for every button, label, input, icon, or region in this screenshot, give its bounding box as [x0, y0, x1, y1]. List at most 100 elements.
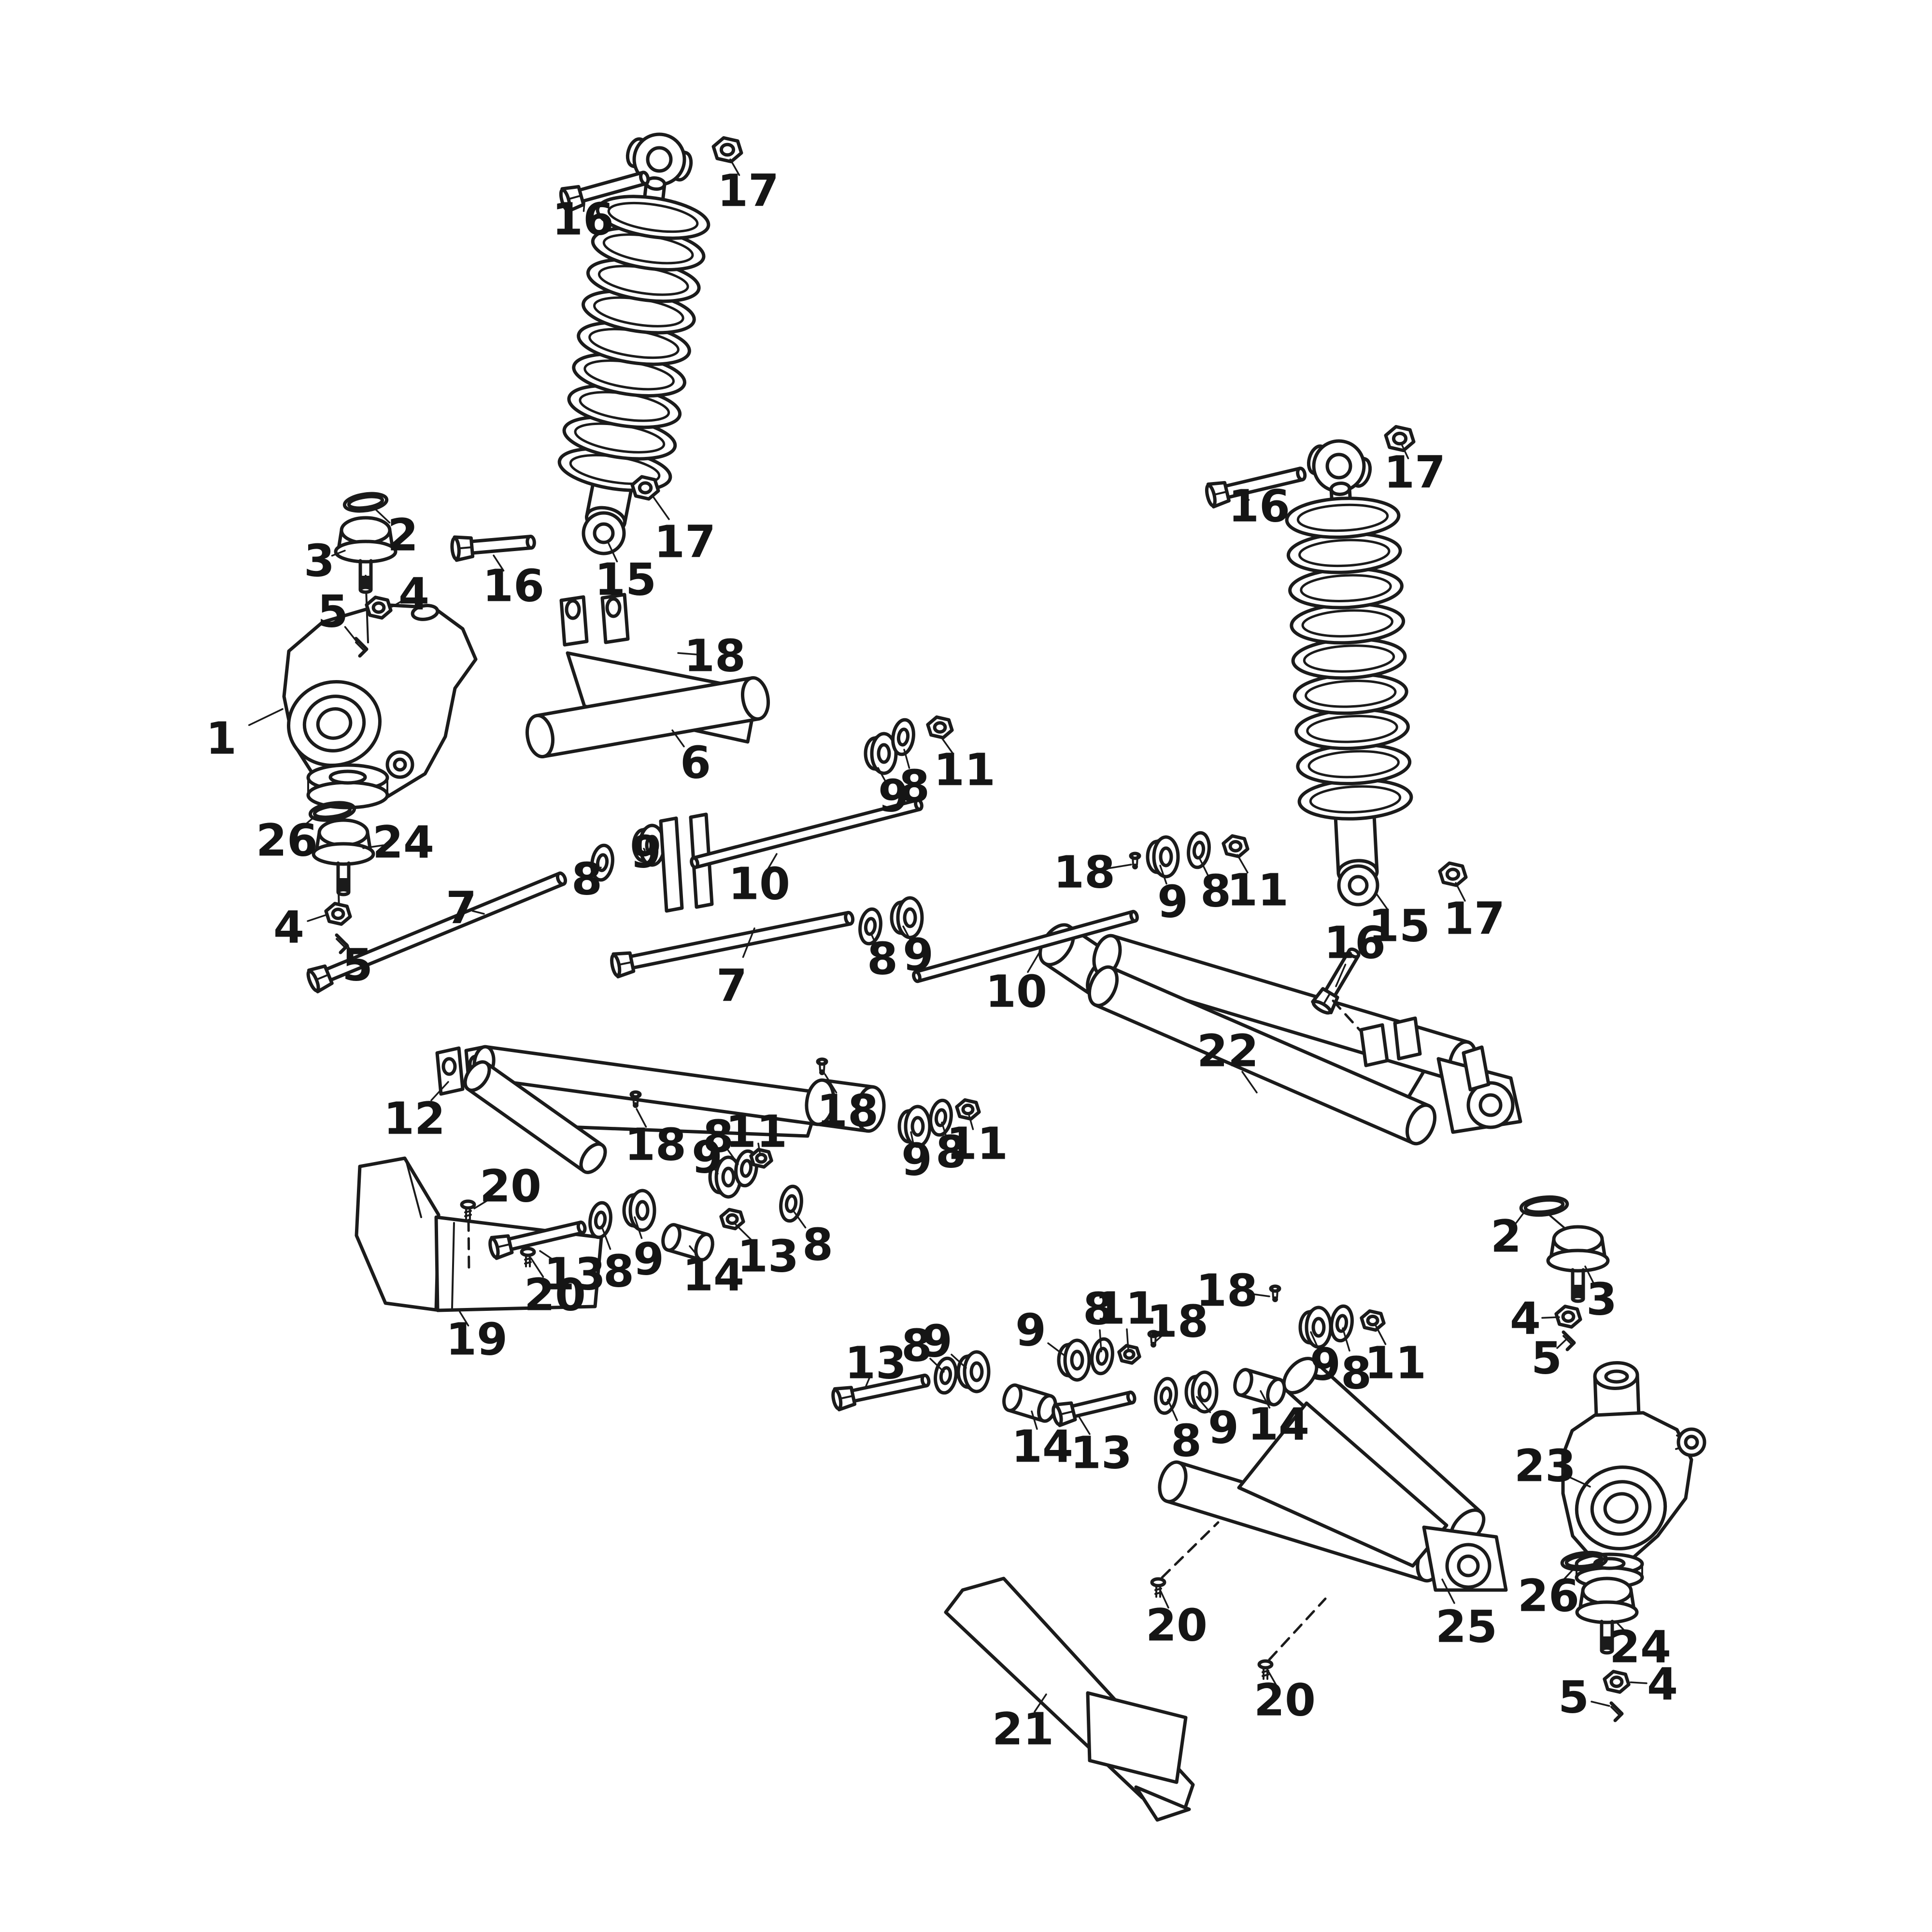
- leader-line: [593, 867, 602, 874]
- callout-25: 25: [1435, 1578, 1497, 1653]
- leader-line: [643, 848, 646, 852]
- callout-11: 11: [946, 1114, 1008, 1170]
- leader-line: [459, 1311, 469, 1327]
- callout-label-11: 11: [1227, 865, 1289, 916]
- callout-label-10: 10: [728, 858, 790, 910]
- callout-15: 15: [595, 542, 656, 606]
- callout-5: 5: [1558, 1672, 1610, 1723]
- leader-line: [941, 737, 954, 755]
- callout-24: 24: [1609, 1621, 1671, 1673]
- callout-label-23: 23: [1514, 1440, 1576, 1492]
- bushing-9: [632, 824, 666, 867]
- callout-18: 18: [625, 1108, 686, 1171]
- washer-8: [779, 1184, 803, 1223]
- callout-label-6: 6: [680, 737, 711, 789]
- nut-11: [1360, 1309, 1386, 1332]
- callout-22: 22: [1197, 1025, 1259, 1094]
- leader-line: [636, 1108, 647, 1128]
- grease-bolt-18: [629, 1090, 642, 1108]
- washer-8: [1187, 831, 1211, 869]
- upper-a-arm-tube: [526, 676, 770, 759]
- callout-5: 5: [317, 586, 358, 643]
- leader-line: [951, 1353, 967, 1369]
- leader-line: [608, 542, 618, 563]
- grease-bolt-18: [1147, 1330, 1160, 1348]
- guard-screw-20: [460, 1199, 476, 1220]
- ball-joint-24: [312, 818, 375, 896]
- lower-a-arm-front-tube: [463, 1060, 607, 1174]
- panel: [1393, 1016, 1422, 1061]
- shock-nut-17: [630, 475, 660, 501]
- callout-label-8: 8: [703, 1111, 734, 1163]
- guard-screw-20: [1150, 1577, 1166, 1598]
- callout-label-9: 9: [1208, 1402, 1239, 1454]
- leader-line: [530, 1258, 544, 1278]
- leader-line: [430, 1081, 449, 1101]
- guard-screw-20: [1257, 1659, 1274, 1680]
- spacer-14: [661, 1223, 714, 1262]
- callout-24: 24: [362, 817, 434, 868]
- callout-label-15: 15: [595, 554, 656, 606]
- callout-label-22: 22: [1197, 1025, 1259, 1077]
- callout-label-8: 8: [603, 1246, 634, 1297]
- callout-label-5: 5: [1558, 1672, 1589, 1723]
- right-lower-arm-plate: [1237, 1401, 1449, 1568]
- leader-line: [362, 844, 384, 849]
- callout-10: 10: [985, 952, 1047, 1018]
- nut-13: [719, 1208, 745, 1231]
- lower-a-arm-sleeve: [805, 1078, 886, 1133]
- callout-label-16: 16: [1228, 481, 1290, 532]
- leader-line: [1375, 892, 1389, 910]
- callout-label-2: 2: [1491, 1211, 1521, 1263]
- callout-11: 11: [1364, 1324, 1426, 1389]
- callout-label-13: 13: [737, 1231, 799, 1282]
- callout-13: 13: [734, 1223, 799, 1282]
- callout-label-8: 8: [1341, 1348, 1372, 1399]
- washer-8: [1090, 1337, 1114, 1376]
- callout-label-13: 13: [1070, 1427, 1132, 1479]
- callout-label-4: 4: [1647, 1659, 1678, 1710]
- callout-2: 2: [1491, 1208, 1527, 1263]
- callout-label-24: 24: [1609, 1621, 1671, 1673]
- callout-17: 17: [717, 158, 779, 217]
- cotter-pin-5: [1562, 1330, 1576, 1351]
- washer-8: [858, 907, 882, 946]
- leader-line: [865, 1374, 872, 1388]
- ellipse: [605, 597, 622, 618]
- callout-17: 17: [652, 496, 716, 568]
- shock-right-bottom-eyelet: [1337, 864, 1379, 907]
- bushing-9: [864, 732, 898, 775]
- leader-line: [1155, 1330, 1168, 1342]
- bushing-9: [1057, 1338, 1091, 1382]
- right-upper-arm-tube: [1087, 965, 1437, 1146]
- leader-line: [729, 158, 740, 176]
- callout-9: 9: [1015, 1305, 1066, 1357]
- callout-8: 8: [792, 1209, 833, 1271]
- leader-line: [1561, 1566, 1577, 1582]
- callout-11: 11: [1227, 854, 1289, 916]
- callout-label-9: 9: [922, 1316, 952, 1367]
- callout-label-18: 18: [625, 1119, 686, 1171]
- spacer-14: [1233, 1368, 1286, 1406]
- leader-line: [1260, 1390, 1271, 1409]
- leader-line: [1247, 1293, 1270, 1297]
- callout-12: 12: [384, 1081, 449, 1145]
- leader-line: [1236, 854, 1249, 874]
- callout-label-9: 9: [903, 929, 934, 981]
- leader-line: [331, 550, 346, 557]
- leader-line: [300, 815, 316, 829]
- bolt-13: [488, 1221, 587, 1260]
- callout-label-4: 4: [1510, 1293, 1541, 1345]
- callout-label-21: 21: [992, 1704, 1054, 1755]
- bushing-9: [622, 1189, 656, 1232]
- callout-4: 4: [1510, 1293, 1560, 1345]
- callout-label-8: 8: [1083, 1283, 1114, 1335]
- callout-label-18: 18: [817, 1085, 879, 1137]
- leader-line: [471, 910, 485, 915]
- callout-label-5: 5: [1531, 1333, 1562, 1384]
- leader-line: [792, 1209, 807, 1229]
- callout-11: 11: [725, 1106, 787, 1158]
- callout-9: 9: [902, 925, 934, 981]
- leader-line: [1099, 1329, 1102, 1352]
- callout-label-8: 8: [901, 1320, 932, 1372]
